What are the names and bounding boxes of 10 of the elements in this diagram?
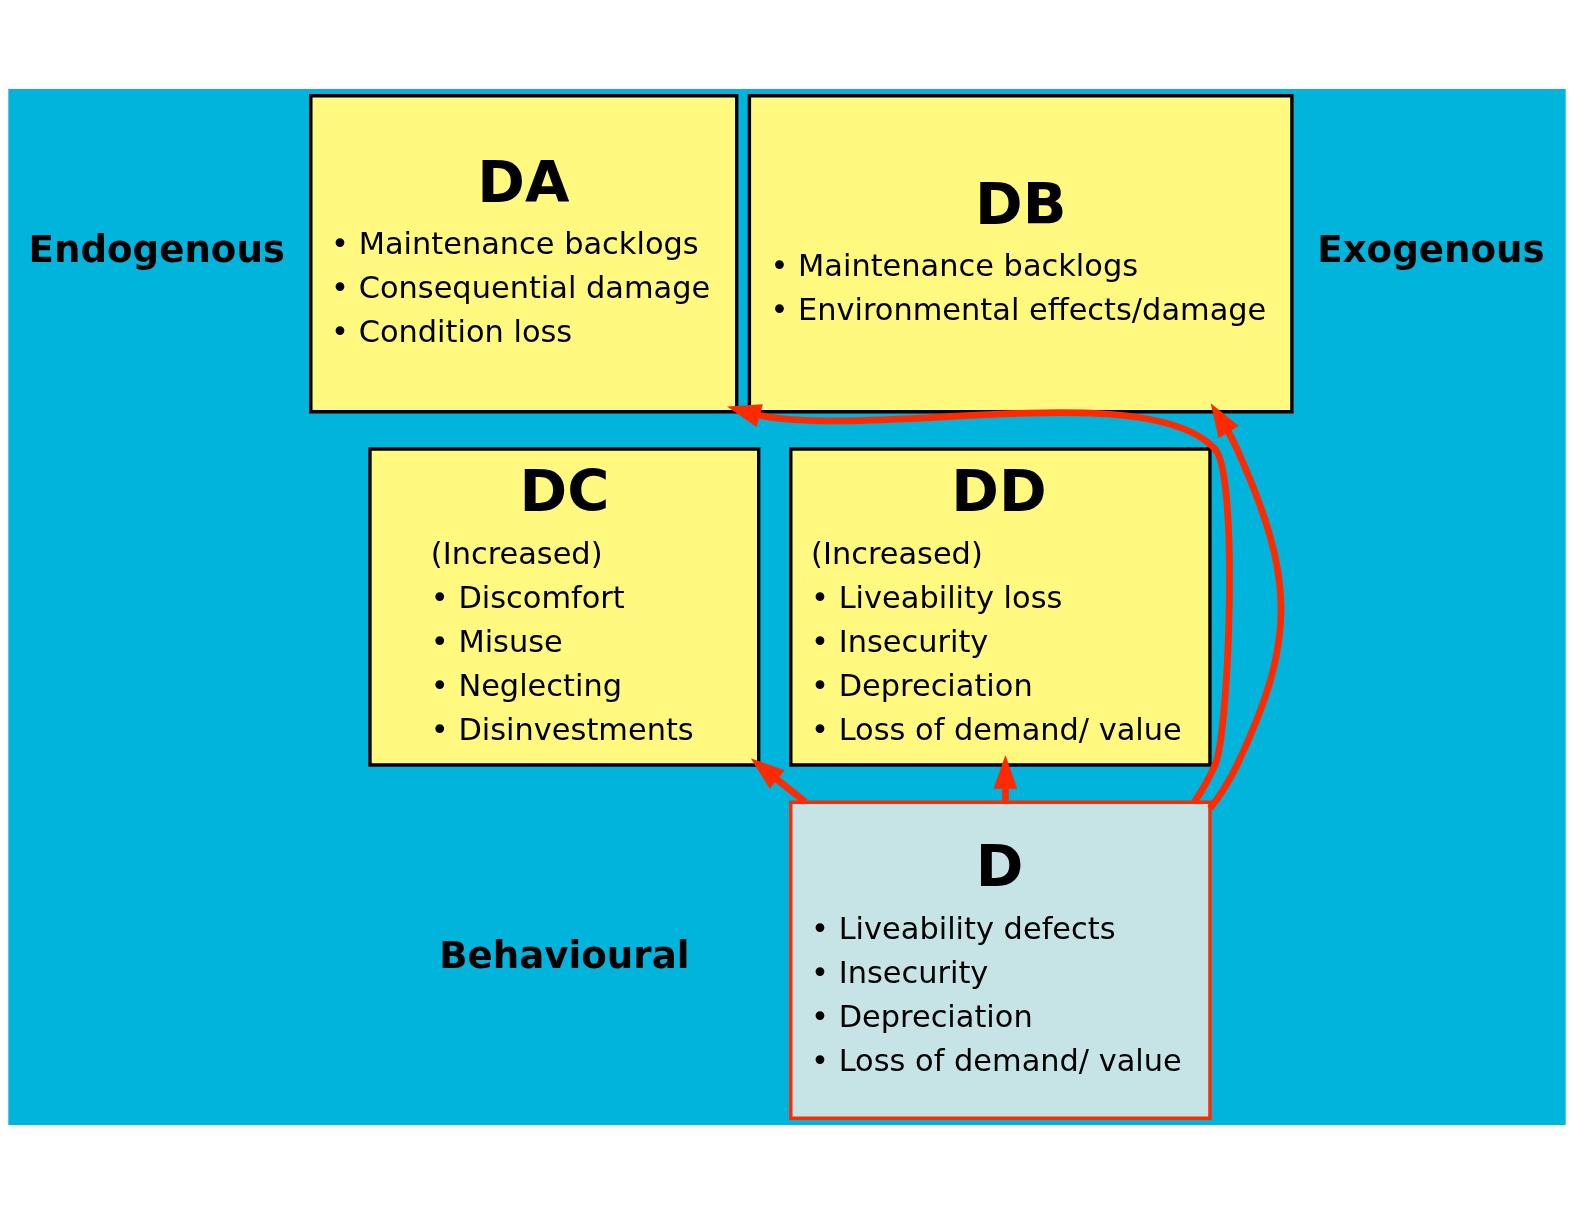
node-box: DC (Increased) • Discomfort • Misuse • Neglecting • Disinvestments (368, 447, 761, 767)
node-box: DD (Increased) • Liveability loss • Insecurity • Depreciation • Loss of demand/ value (789, 447, 1212, 767)
arrow (750, 758, 808, 805)
node-box: DA • Maintenance backlogs • Consequential damage • Condition loss (309, 94, 739, 414)
label: Exogenous (1317, 226, 1545, 271)
label: Behavioural (439, 932, 690, 977)
node-box: D • Liveability defects • Insecurity • Depreciation • Loss of demand/ value (789, 800, 1212, 1120)
node-box: DB • Maintenance backlogs • Environmental effects/damage (747, 94, 1294, 414)
label: Endogenous (28, 226, 286, 271)
arrow (1207, 403, 1285, 811)
